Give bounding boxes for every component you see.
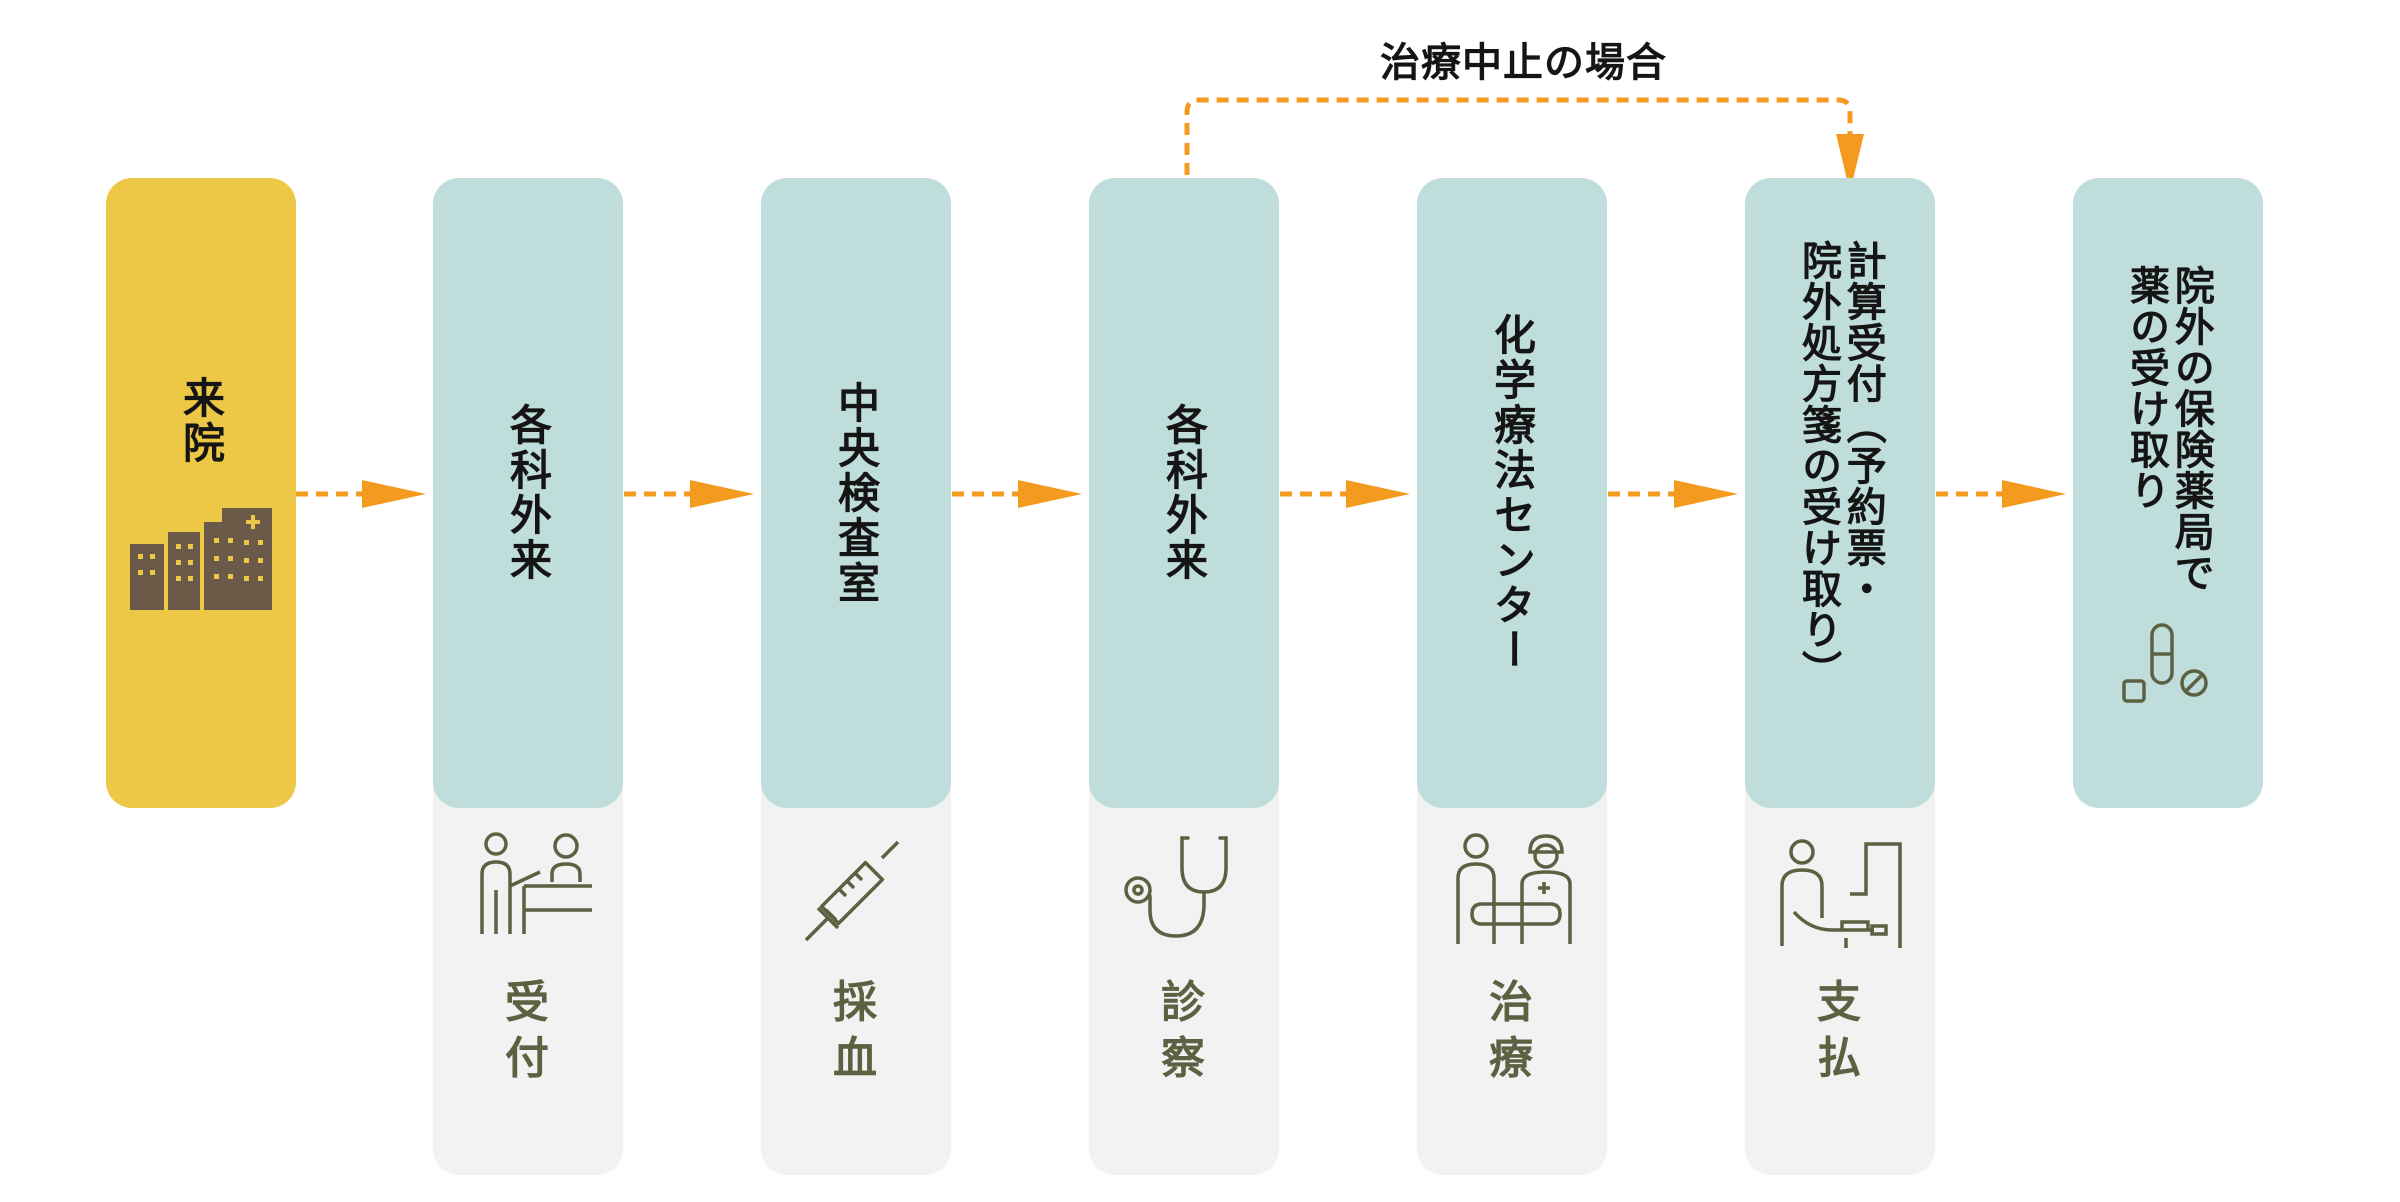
action-char: 察 xyxy=(1161,1033,1207,1084)
action-panel-payment xyxy=(1745,760,1935,1175)
reception-icon xyxy=(480,832,592,934)
step-card-lab: 中央検査室 xyxy=(761,178,951,808)
action-label-blood: 採 血 xyxy=(761,975,951,1087)
step-label-line: 計算受付（予約票・ xyxy=(1839,239,1886,609)
step-card-outpatient-1: 各科外来 xyxy=(433,178,623,808)
flow-arrow xyxy=(1280,480,1410,508)
action-char: 採 xyxy=(833,977,879,1028)
payment-counter-icon xyxy=(1780,839,1902,948)
action-char: 付 xyxy=(505,1033,551,1084)
flow-arrow xyxy=(1936,480,2066,508)
action-label-treatment: 治 療 xyxy=(1417,975,1607,1087)
step-label: 各科外来 xyxy=(1159,403,1209,583)
action-panel-exam xyxy=(1089,760,1279,1175)
action-char: 血 xyxy=(833,1033,879,1084)
arrival-label: 来院 xyxy=(176,376,226,466)
step-card-billing: 計算受付（予約票・ 院外処方箋の受け取り） xyxy=(1745,178,1935,808)
action-panel-blood xyxy=(761,760,951,1175)
action-char: 払 xyxy=(1817,1033,1863,1084)
branch-label: 治療中止の場合 xyxy=(1380,40,1667,86)
step-label: 中央検査室 xyxy=(831,380,881,606)
action-char: 受 xyxy=(505,977,551,1028)
step-card-chemo-center: 化学療法センター xyxy=(1417,178,1607,808)
action-char: 療 xyxy=(1489,1033,1535,1084)
action-panel-reception xyxy=(433,760,623,1175)
step-label: 化学療法センター xyxy=(1487,313,1537,673)
action-char: 支 xyxy=(1817,977,1863,1028)
action-label-reception: 受 付 xyxy=(433,975,623,1087)
action-label-payment: 支 払 xyxy=(1745,975,1935,1087)
flow-arrow xyxy=(1608,480,1738,508)
step-label: 各科外来 xyxy=(503,403,553,583)
syringe-icon xyxy=(804,840,900,942)
flow-arrow xyxy=(624,480,754,508)
step-label-line: 薬の受け取り xyxy=(2123,265,2169,511)
flow-arrow xyxy=(296,480,426,508)
action-label-exam: 診 察 xyxy=(1089,975,1279,1087)
branch-arrow-head xyxy=(1836,134,1864,192)
action-char: 治 xyxy=(1489,977,1535,1028)
action-panel-treatment xyxy=(1417,760,1607,1175)
treatment-icon xyxy=(1456,833,1572,944)
action-char: 診 xyxy=(1161,977,1207,1028)
step-card-pharmacy: 院外の保険薬局で 薬の受け取り xyxy=(2073,178,2263,808)
hospital-icon xyxy=(130,508,272,610)
arrival-card: 来院 xyxy=(106,178,296,808)
step-label: 計算受付（予約票・ 院外処方箋の受け取り） xyxy=(1795,239,1886,691)
step-label-line: 院外処方箋の受け取り） xyxy=(1795,239,1841,691)
pills-icon xyxy=(2122,623,2208,703)
flow-arrow xyxy=(952,480,1082,508)
step-label: 院外の保険薬局で 薬の受け取り xyxy=(2123,265,2214,593)
stethoscope-icon xyxy=(1124,836,1228,938)
step-label-line: 院外の保険薬局で xyxy=(2167,265,2214,593)
step-card-outpatient-2: 各科外来 xyxy=(1089,178,1279,808)
